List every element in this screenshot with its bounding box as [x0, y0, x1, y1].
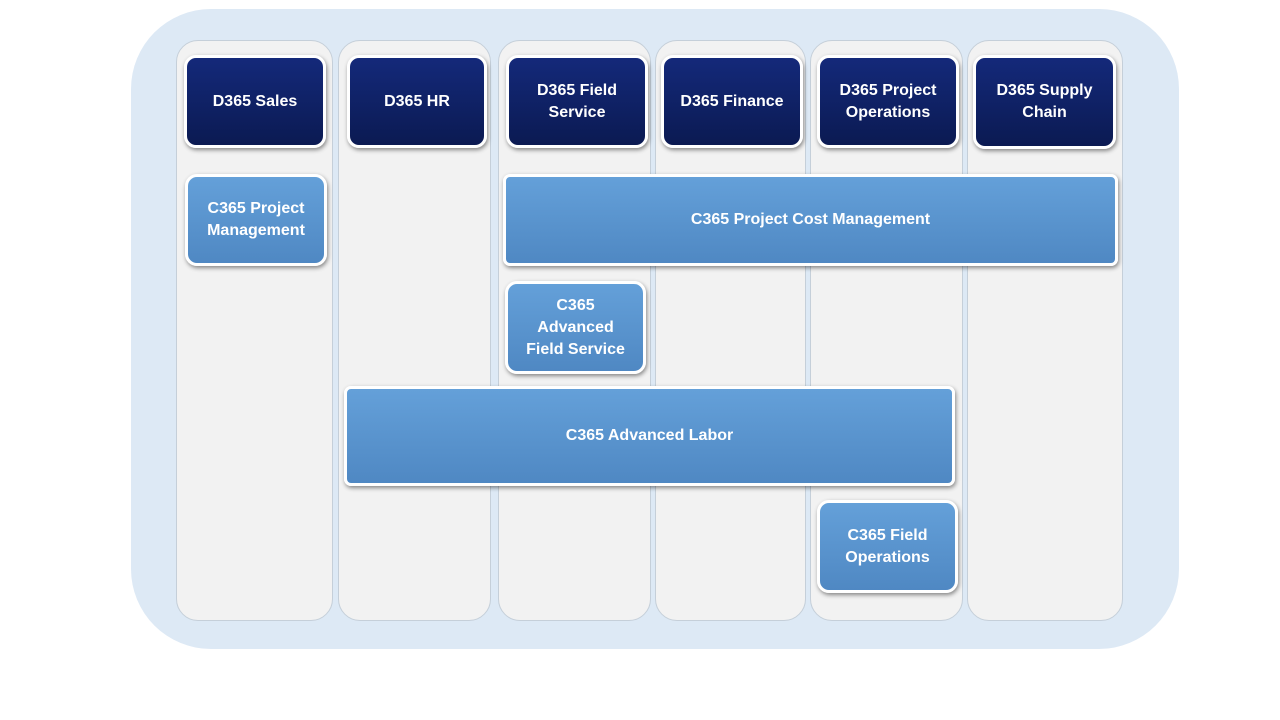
c365-project-management-label: C365 Project Management: [207, 200, 305, 239]
d365-project-operations-label: D365 Project Operations: [839, 81, 937, 121]
d365-supply-chain-label: D365 Supply Chain: [996, 82, 1093, 121]
d365-sales-label: D365 Sales: [212, 92, 298, 110]
d365-supply-chain-box: D365 Supply Chain: [973, 55, 1116, 149]
d365-sales-box: D365 Sales: [184, 55, 326, 148]
c365-advanced-field-service-label: C365 Advanced Field Service: [526, 296, 625, 358]
d365-finance-label: D365 Finance: [680, 92, 784, 110]
c365-project-cost-management-box: C365 Project Cost Management: [503, 174, 1118, 266]
c365-field-operations-label: C365 Field Operations: [845, 526, 930, 566]
c365-field-operations-box: C365 Field Operations: [817, 500, 958, 593]
d365-field-service-box: D365 Field Service: [506, 55, 648, 148]
c365-project-management-box: C365 Project Management: [185, 174, 327, 266]
c365-project-cost-management-label: C365 Project Cost Management: [690, 211, 931, 228]
d365-hr-label: D365 HR: [384, 92, 450, 110]
c365-advanced-field-service-box: C365 Advanced Field Service: [505, 281, 646, 374]
d365-field-service-label: D365 Field Service: [536, 81, 618, 121]
d365-hr-box: D365 HR: [347, 55, 487, 148]
d365-finance-box: D365 Finance: [661, 55, 803, 148]
c365-advanced-labor-label: C365 Advanced Labor: [565, 427, 734, 444]
c365-advanced-labor-box: C365 Advanced Labor: [344, 386, 955, 486]
d365-project-operations-box: D365 Project Operations: [817, 55, 959, 148]
